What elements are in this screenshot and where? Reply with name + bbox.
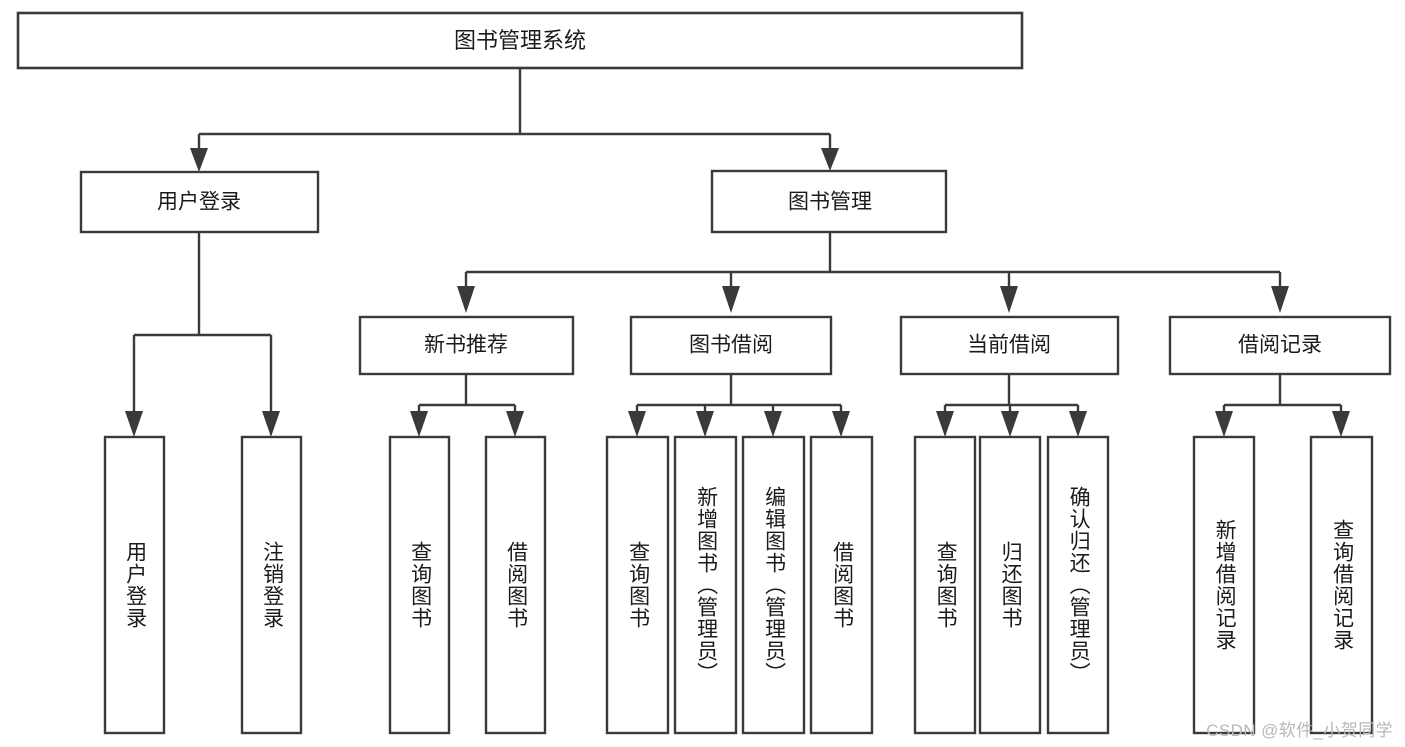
arrow-head-user-login: [190, 148, 208, 172]
node-current-borrow[interactable]: 当前借阅: [899, 315, 1120, 376]
arrow-head-cb-leaf-2: [1001, 411, 1019, 437]
arrow-head-bb-leaf-2: [696, 411, 714, 437]
arrow-head-leaf-logout: [262, 411, 280, 437]
node-book-borrow-box[interactable]: [629, 315, 833, 376]
connector-group-borrow-record: [1215, 374, 1350, 437]
arrow-head-bb-leaf-1: [628, 411, 646, 437]
leaf-box-bb-add-book[interactable]: [673, 435, 738, 735]
arrow-head-nb-leaf-2: [506, 411, 524, 437]
leaf-box-bb-edit-book[interactable]: [741, 435, 806, 735]
node-current-borrow-box[interactable]: [899, 315, 1120, 376]
leaf-box-nb-query-book[interactable]: [388, 435, 451, 735]
leaf-box-br-add-record[interactable]: [1192, 435, 1256, 735]
node-book-management-label: 图书管理: [788, 191, 872, 214]
arrow-head-current-borrow: [1000, 286, 1018, 313]
node-borrow-record-label: 借阅记录: [1238, 334, 1322, 357]
leaf-box-logout[interactable]: [240, 435, 303, 735]
arrow-head-cb-leaf-3: [1069, 411, 1087, 437]
leaf-box-user-login[interactable]: [103, 435, 166, 735]
arrow-head-br-leaf-1: [1215, 411, 1233, 437]
leaf-box-br-query-record[interactable]: [1309, 435, 1374, 735]
arrow-head-book-mgmt: [821, 148, 839, 171]
arrow-head-leaf-user-login: [125, 411, 143, 437]
node-user-login[interactable]: 用户登录: [79, 170, 320, 234]
arrow-head-br-leaf-2: [1332, 411, 1350, 437]
node-current-borrow-label: 当前借阅: [967, 334, 1051, 357]
connector-group-current-borrow: [936, 374, 1087, 437]
arrow-head-bb-leaf-4: [832, 411, 850, 437]
leaf-box-bb-borrow-book[interactable]: [809, 435, 874, 735]
node-book-borrow[interactable]: 图书借阅: [629, 315, 833, 376]
csdn-watermark: CSDN @软件_小贺同学: [1206, 721, 1393, 740]
arrow-head-cb-leaf-1: [936, 411, 954, 437]
leaf-box-nb-borrow-book[interactable]: [484, 435, 547, 735]
node-root-system-box[interactable]: [16, 11, 1024, 70]
arrow-head-borrow-record: [1271, 286, 1289, 313]
arrow-head-book-borrow: [722, 286, 740, 313]
arrow-head-new-book: [457, 286, 475, 313]
connector-group-user-login: [125, 232, 280, 437]
node-new-book-recommend-label: 新书推荐: [424, 334, 508, 357]
arrow-head-nb-leaf-1: [410, 411, 428, 437]
node-borrow-record-box[interactable]: [1168, 315, 1392, 376]
leaf-box-cb-query-book[interactable]: [913, 435, 977, 735]
node-book-management[interactable]: 图书管理: [710, 169, 948, 234]
connector-group-book-mgmt: [457, 232, 1289, 313]
arrow-head-bb-leaf-3: [764, 411, 782, 437]
node-user-login-label: 用户登录: [157, 191, 241, 214]
connector-group-new-book: [410, 374, 524, 437]
leaf-box-cb-return-book[interactable]: [978, 435, 1042, 735]
node-root-system-label: 图书管理系统: [454, 28, 586, 53]
leaf-box-bb-query-book[interactable]: [605, 435, 670, 735]
node-book-borrow-label: 图书借阅: [689, 334, 773, 357]
leaf-box-cb-confirm-return[interactable]: [1046, 435, 1110, 735]
node-new-book-recommend[interactable]: 新书推荐: [358, 315, 575, 376]
node-book-management-box[interactable]: [710, 169, 948, 234]
connector-group-root: [190, 68, 839, 172]
node-borrow-record[interactable]: 借阅记录: [1168, 315, 1392, 376]
node-user-login-box[interactable]: [79, 170, 320, 234]
connector-group-book-borrow: [628, 374, 850, 437]
leaf-box-group: [103, 435, 1374, 735]
node-new-book-recommend-box[interactable]: [358, 315, 575, 376]
node-root-system[interactable]: 图书管理系统: [16, 11, 1024, 70]
